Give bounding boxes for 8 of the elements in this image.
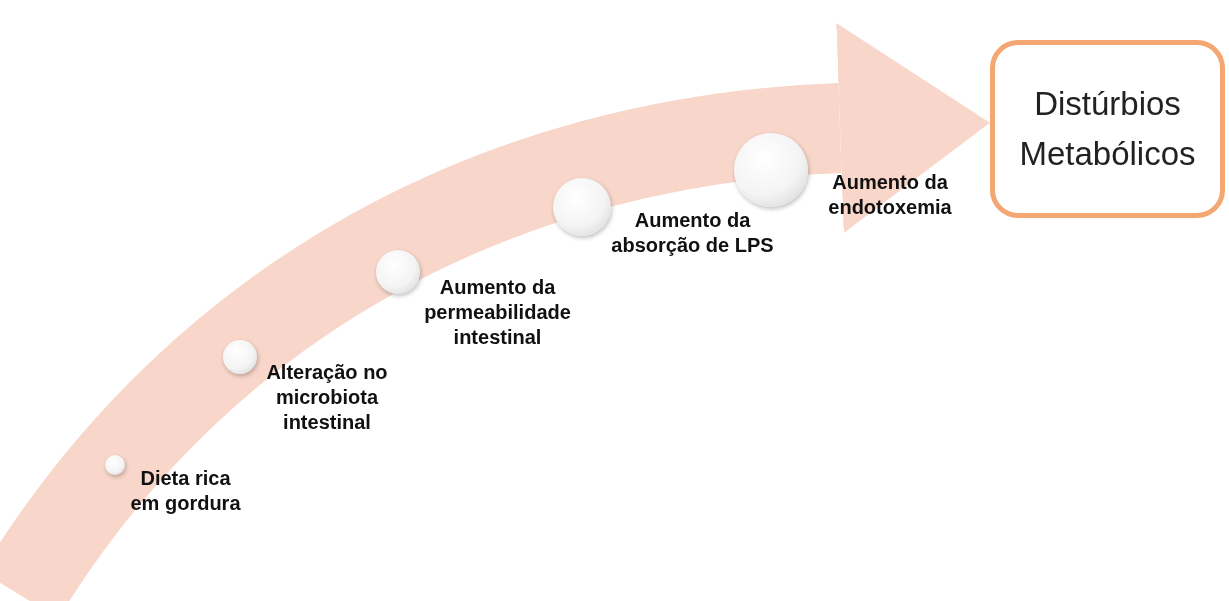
step-label: Alteração no microbiota intestinal [265,360,389,435]
step-circle [734,133,808,207]
step-label: Aumento da permeabilidade intestinal [423,275,572,350]
step-label: Dieta rica em gordura [129,466,242,516]
step-label: Aumento da endotoxemia [827,170,953,220]
outcome-box: Distúrbios Metabólicos [990,40,1225,218]
curved-arrow [0,23,990,601]
step-label: Aumento da absorção de LPS [610,208,775,258]
